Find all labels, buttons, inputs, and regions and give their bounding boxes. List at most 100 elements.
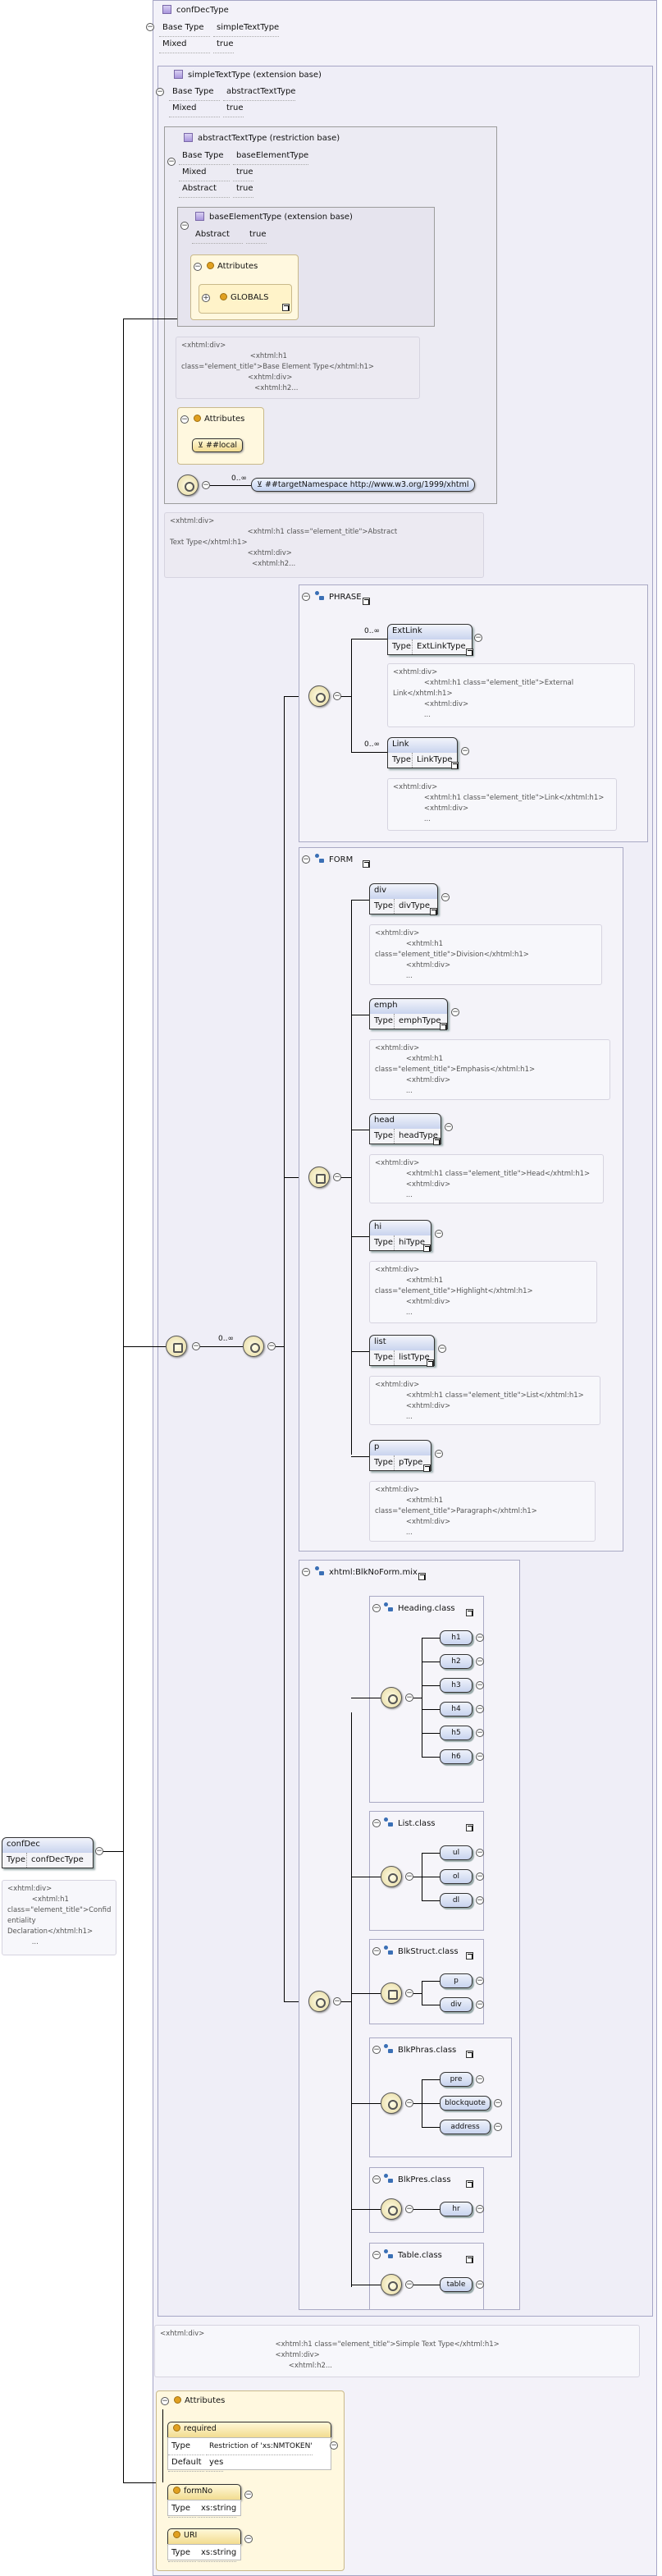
collapse-toggle[interactable]: − — [156, 88, 164, 96]
collapse-toggle[interactable]: − — [476, 1849, 484, 1857]
collapse-toggle[interactable]: − — [494, 2099, 502, 2107]
element-ref[interactable]: div — [440, 1997, 473, 2012]
collapse-toggle[interactable]: − — [333, 1997, 341, 2005]
link-arrow[interactable] — [466, 1609, 473, 1616]
collapse-toggle[interactable]: − — [161, 2397, 169, 2405]
collapse-toggle[interactable]: − — [451, 1008, 459, 1016]
collapse-toggle[interactable]: − — [494, 2123, 502, 2131]
collapse-toggle[interactable]: − — [445, 1123, 453, 1131]
element-ref[interactable]: h3 — [440, 1678, 473, 1693]
collapse-toggle[interactable]: − — [405, 1872, 413, 1881]
element-ref[interactable]: ul — [440, 1845, 473, 1860]
collapse-toggle[interactable]: − — [435, 1230, 443, 1238]
collapse-toggle[interactable]: − — [244, 2535, 253, 2543]
attr-uri[interactable]: URI — [167, 2528, 241, 2545]
element-ref[interactable]: blockquote — [440, 2096, 491, 2111]
element-ref[interactable]: table — [440, 2277, 473, 2292]
collapse-toggle[interactable]: − — [333, 1173, 341, 1181]
element-ref[interactable]: h1 — [440, 1630, 473, 1645]
collapse-toggle[interactable]: − — [476, 2280, 484, 2289]
link-element[interactable]: Link — [387, 737, 458, 754]
collapse-toggle[interactable]: − — [244, 2491, 253, 2499]
link-arrow[interactable] — [363, 860, 370, 868]
collapse-toggle[interactable]: − — [405, 1693, 413, 1702]
collapse-toggle[interactable]: − — [372, 1947, 381, 1955]
collapse-toggle[interactable]: − — [194, 263, 202, 271]
collapse-toggle[interactable]: − — [438, 1345, 446, 1353]
collapse-toggle[interactable]: − — [441, 893, 450, 901]
collapse-toggle[interactable]: − — [95, 1847, 103, 1855]
element-ref[interactable]: h5 — [440, 1726, 473, 1740]
collapse-toggle[interactable]: − — [372, 2175, 381, 2184]
collapse-toggle[interactable]: − — [476, 1896, 484, 1904]
collapse-toggle[interactable]: − — [192, 1342, 200, 1350]
collapse-toggle[interactable]: − — [476, 1729, 484, 1737]
collapse-toggle[interactable]: − — [372, 1819, 381, 1827]
collapse-toggle[interactable]: − — [405, 2280, 413, 2289]
extlink-element[interactable]: ExtLink — [387, 624, 473, 640]
collapse-toggle[interactable]: − — [435, 1450, 443, 1458]
collapse-toggle[interactable]: − — [476, 2001, 484, 2009]
link-arrow[interactable] — [427, 1359, 434, 1367]
collapse-toggle[interactable]: − — [405, 2099, 413, 2107]
collapse-toggle[interactable]: − — [302, 1568, 310, 1576]
link-arrow[interactable] — [451, 762, 459, 769]
form-element[interactable]: emph — [369, 998, 448, 1015]
form-element[interactable]: div — [369, 883, 438, 900]
form-element[interactable]: p — [369, 1440, 431, 1456]
link-arrow[interactable] — [282, 304, 290, 311]
collapse-toggle[interactable]: − — [267, 1342, 276, 1350]
link-arrow[interactable] — [466, 2180, 473, 2188]
collapse-toggle[interactable]: − — [405, 1988, 413, 1997]
element-ref[interactable]: ol — [440, 1869, 473, 1884]
element-ref[interactable]: hr — [440, 2202, 473, 2216]
collapse-toggle[interactable]: − — [476, 1705, 484, 1713]
collapse-toggle[interactable]: − — [180, 415, 189, 424]
link-arrow[interactable] — [423, 1464, 431, 1472]
form-element[interactable]: list — [369, 1335, 435, 1351]
collapse-toggle[interactable]: − — [476, 1977, 484, 1985]
link-arrow[interactable] — [433, 1138, 441, 1145]
expand-toggle[interactable]: + — [202, 294, 210, 302]
element-ref[interactable]: p — [440, 1973, 473, 1988]
link-arrow[interactable] — [430, 908, 437, 915]
collapse-toggle[interactable]: − — [302, 593, 310, 601]
collapse-toggle[interactable]: − — [476, 1634, 484, 1642]
attr-formno[interactable]: formNo — [167, 2484, 241, 2500]
collapse-toggle[interactable]: − — [167, 158, 176, 166]
collapse-toggle[interactable]: − — [146, 23, 154, 31]
collapse-toggle[interactable]: − — [333, 692, 341, 700]
element-ref[interactable]: address — [440, 2120, 491, 2134]
collapse-toggle[interactable]: − — [372, 2046, 381, 2054]
collapse-toggle[interactable]: − — [330, 2441, 338, 2450]
link-arrow[interactable] — [418, 1573, 426, 1580]
link-arrow[interactable] — [466, 2256, 473, 2263]
collapse-toggle[interactable]: − — [180, 222, 189, 230]
collapse-toggle[interactable]: − — [476, 2205, 484, 2213]
collapse-toggle[interactable]: − — [372, 1604, 381, 1612]
collapse-toggle[interactable]: − — [405, 2205, 413, 2213]
collapse-toggle[interactable]: − — [476, 1753, 484, 1761]
form-element[interactable]: head — [369, 1113, 441, 1130]
collapse-toggle[interactable]: − — [202, 481, 210, 489]
element-ref[interactable]: h2 — [440, 1654, 473, 1669]
collapse-toggle[interactable]: − — [476, 2075, 484, 2083]
link-arrow[interactable] — [363, 598, 370, 605]
collapse-toggle[interactable]: − — [476, 1657, 484, 1666]
link-arrow[interactable] — [423, 1244, 431, 1252]
element-ref[interactable]: h4 — [440, 1702, 473, 1717]
link-arrow[interactable] — [466, 2051, 473, 2058]
element-ref[interactable]: pre — [440, 2072, 473, 2087]
link-arrow[interactable] — [466, 1952, 473, 1960]
element-ref[interactable]: h6 — [440, 1749, 473, 1764]
collapse-toggle[interactable]: − — [474, 634, 482, 642]
collapse-toggle[interactable]: − — [476, 1872, 484, 1881]
attr-required[interactable]: required — [167, 2422, 331, 2438]
collapse-toggle[interactable]: − — [302, 855, 310, 864]
form-element[interactable]: hi — [369, 1220, 431, 1236]
link-arrow[interactable] — [466, 1824, 473, 1831]
collapse-toggle[interactable]: − — [461, 747, 469, 755]
link-arrow[interactable] — [466, 649, 473, 656]
root-element[interactable]: confDec — [2, 1837, 94, 1854]
link-arrow[interactable] — [440, 1023, 447, 1030]
